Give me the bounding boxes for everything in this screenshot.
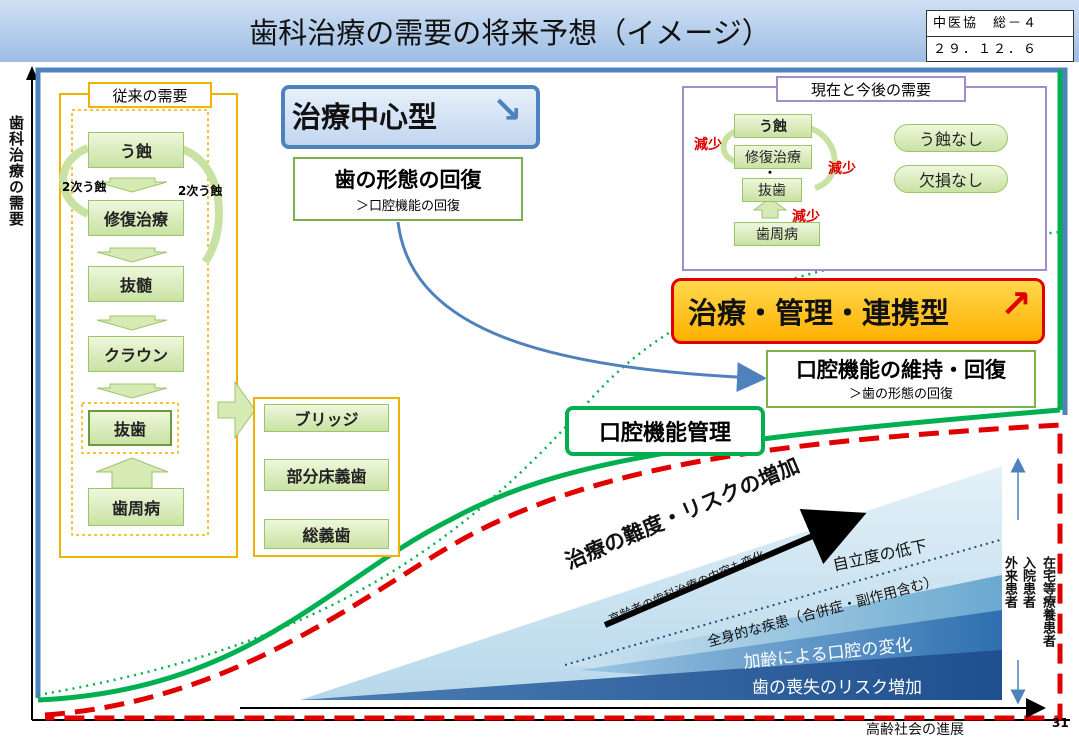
meeting-info-line1: 中医協 総－４ <box>933 16 1039 31</box>
management-focus: 口腔機能の維持・回復 <box>796 358 1006 382</box>
y-axis-label: 歯科治療の需要 <box>7 115 25 227</box>
future-demand-dashed-boundary <box>44 422 1063 721</box>
inpatient-label: 入院患者 <box>1020 556 1035 608</box>
band-tooth-loss-risk: 歯の喪失のリスク増加 <box>752 678 922 698</box>
decrease-label-3: 減少 <box>792 209 820 225</box>
meeting-info-box: 中医協 総－４ ２９．１２．６ <box>926 10 1074 62</box>
treatment-focus-box <box>293 157 523 221</box>
current-step-restoration: 修復治療 <box>734 145 812 169</box>
oral-function-management-box: 口腔機能管理 <box>565 406 765 456</box>
meeting-info-line2: ２９．１２．６ <box>927 36 1073 62</box>
no-tooth-loss-badge: 欠損なし <box>894 165 1008 193</box>
decrease-label-2: 減少 <box>828 161 856 177</box>
treatment-demand-frame <box>35 67 1068 698</box>
no-caries-badge: う蝕なし <box>894 124 1008 152</box>
difficulty-arrow <box>603 508 867 628</box>
page-title: 歯科治療の需要の将来予想（イメージ） <box>249 16 771 50</box>
trend-down-icon: ↘ <box>492 90 523 131</box>
current-demand-title: 現在と今後の需要 <box>776 76 966 102</box>
past-step-periodontal: 歯周病 <box>88 488 184 526</box>
management-focus-sub: ＞歯の形態の回復 <box>848 387 953 402</box>
home-care-patient-label: 在宅等療養患者 <box>1040 556 1055 647</box>
treatment-centered-box <box>281 85 540 149</box>
management-type-label: 治療・管理・連携型 <box>688 296 950 330</box>
page-number: 31 <box>1052 716 1069 730</box>
past-demand-title: 従来の需要 <box>88 82 212 108</box>
x-axis-label: 高齢社会の進展 <box>866 722 964 738</box>
trend-up-icon: ↗ <box>1000 282 1032 326</box>
past-step-crown: クラウン <box>88 336 184 372</box>
treatment-focus-sub: ＞口腔機能の回復 <box>355 199 460 214</box>
past-step-caries: う蝕 <box>88 132 184 168</box>
current-step-periodontal: 歯周病 <box>734 222 820 246</box>
secondary-caries-left: 2次う蝕 <box>62 180 107 194</box>
current-step-caries: う蝕 <box>734 114 812 138</box>
transition-arrow <box>396 221 767 393</box>
prosthetic-bridge: ブリッジ <box>264 404 389 432</box>
treatment-focus: 歯の形態の回復 <box>334 168 482 192</box>
outpatient-label: 外来患者 <box>1002 556 1017 608</box>
y-axis-arrow <box>26 66 38 80</box>
past-step-extraction: 抜歯 <box>88 410 172 446</box>
past-step-pulpectomy: 抜髄 <box>88 266 184 302</box>
management-focus-box <box>766 350 1036 408</box>
management-demand-curve <box>37 407 1061 703</box>
management-type-box <box>671 278 1045 344</box>
prosthetic-partial-denture: 部分床義歯 <box>264 459 389 491</box>
current-step-extraction: 抜歯 <box>742 178 802 202</box>
secondary-caries-right: 2次う蝕 <box>178 184 223 198</box>
title-bar <box>0 0 1079 62</box>
treatment-centered-label: 治療中心型 <box>292 100 438 134</box>
decrease-label-1: 減少 <box>694 137 722 153</box>
prosthetic-complete-denture: 総義歯 <box>264 519 389 549</box>
past-step-restoration: 修復治療 <box>88 200 184 236</box>
